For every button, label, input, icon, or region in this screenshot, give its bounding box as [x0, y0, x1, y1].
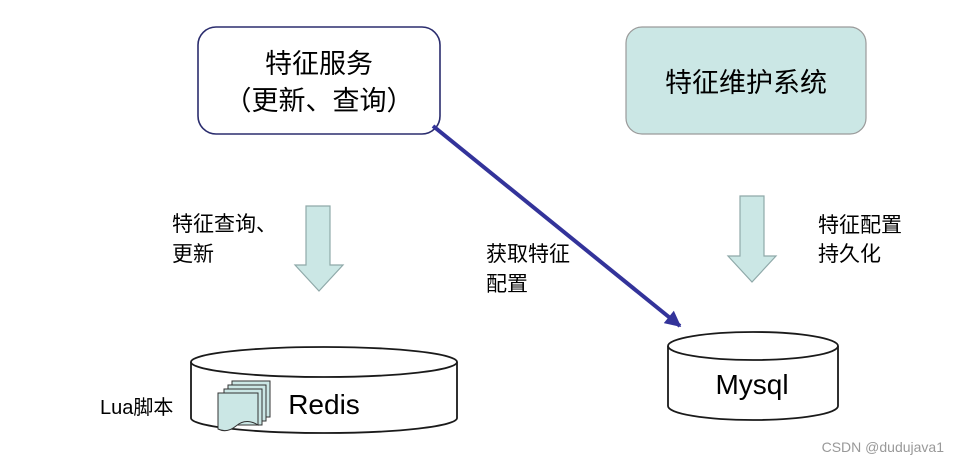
persist-config-label-line1: 特征配置: [818, 213, 902, 237]
feature-maintenance-title: 特征维护系统: [665, 68, 827, 99]
query-update-down-arrow-icon: [293, 205, 345, 292]
mysql-store: Mysql: [667, 331, 839, 421]
feature-service-box: [197, 26, 441, 135]
feature-service-subtitle: （更新、查询）: [225, 86, 414, 117]
feature-maintenance-node: 特征维护系统: [625, 26, 867, 135]
feature-maintenance-box: [625, 26, 867, 135]
persist-config-flow: 特征配置 持久化: [726, 195, 902, 283]
query-update-label-line1: 特征查询、: [172, 212, 277, 236]
redis-store: Redis Lua脚本: [100, 346, 458, 434]
fetch-config-connector: [431, 124, 682, 328]
fetch-config-flow: 获取特征 配置: [431, 124, 682, 328]
fetch-config-label-line2: 配置: [486, 272, 528, 296]
feature-service-title: 特征服务: [265, 49, 373, 80]
query-update-flow: 特征查询、 更新: [172, 205, 345, 292]
mysql-label: Mysql: [715, 369, 788, 400]
persist-config-label-line2: 持久化: [818, 242, 881, 266]
document-page-front: [217, 392, 259, 432]
redis-cylinder-top: [190, 346, 458, 378]
redis-label: Redis: [288, 389, 360, 420]
query-update-label-line2: 更新: [172, 242, 214, 266]
feature-service-node: 特征服务 （更新、查询）: [197, 26, 441, 135]
lua-script-note: Lua脚本: [100, 396, 173, 419]
watermark: CSDN @dudujava1: [822, 439, 945, 455]
document-stack-icon: [217, 380, 271, 432]
persist-config-down-arrow-icon: [726, 195, 778, 283]
mysql-cylinder-top: [667, 331, 839, 361]
mysql-cylinder-body: [667, 346, 839, 421]
fetch-config-label-line1: 获取特征: [486, 242, 570, 266]
